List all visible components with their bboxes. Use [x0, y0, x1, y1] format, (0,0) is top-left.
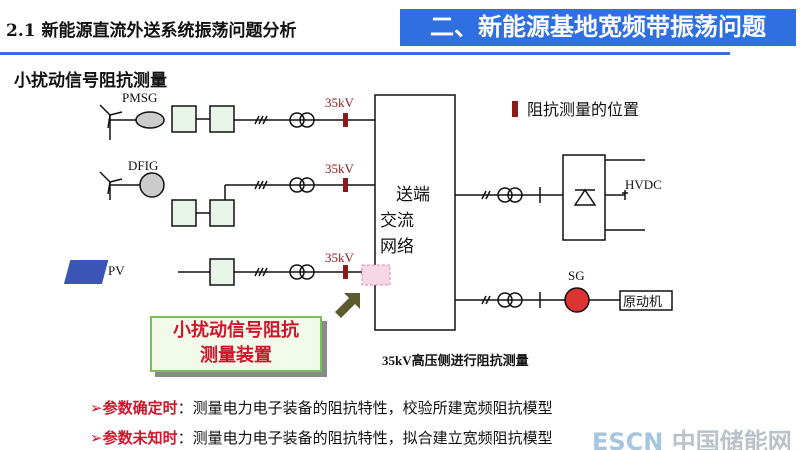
device-label: 测量装置 [200, 345, 272, 366]
grid-box [374, 94, 456, 331]
voltage-label: 35kV [325, 95, 355, 110]
subtitle: 小扰动信号阻抗测量 [14, 71, 167, 91]
watermark: ESCN 中国储能网 [592, 428, 792, 450]
label-dfig: DFIG [128, 158, 158, 173]
section-title: 2.1 新能源直流外送系统振荡问题分析 [6, 21, 297, 41]
voltage-label: 35kV [325, 250, 355, 265]
device-label: 小扰动信号阻抗 [173, 320, 299, 341]
bullet-item: ➢参数未知时：测量电力电子装备的阻抗特性，拟合建立宽频阻抗模型 [90, 429, 553, 447]
transformer-icon [289, 112, 315, 128]
arrow-bullet-icon: ➢ [90, 429, 103, 447]
label-pmsg: PMSG [122, 90, 157, 105]
measurement-note: 35kV高压侧进行阻抗测量 [382, 353, 529, 368]
transformer-icon [497, 187, 523, 203]
hvdc-label: HVDC [625, 177, 662, 192]
bullet-item: ➢参数确定时：测量电力电子装备的阻抗特性，校验所建宽频阻抗模型 [90, 399, 553, 417]
transformer-icon [497, 292, 523, 308]
measurement-mark [343, 265, 348, 279]
sg-label: SG [568, 268, 585, 283]
legend-mark [512, 101, 518, 117]
measurement-mark [343, 178, 348, 192]
legend-label: 阻抗测量的位置 [527, 101, 639, 119]
pv-panel-icon [63, 260, 109, 284]
banner-title: 二、新能源基地宽频带振荡问题 [400, 9, 796, 46]
grid-label: 交流 [380, 211, 414, 230]
prime-mover-label: 原动机 [623, 294, 662, 309]
transformer-icon [289, 177, 315, 193]
arrow-bullet-icon: ➢ [90, 399, 103, 417]
measurement-mark [343, 113, 348, 127]
transformer-icon [289, 264, 315, 280]
header-divider [0, 52, 730, 55]
grid-label: 网络 [380, 237, 414, 256]
label-pv: PV [108, 263, 125, 278]
wind-turbine-icon [99, 104, 123, 140]
voltage-label: 35kV [325, 161, 355, 176]
grid-label: 送端 [396, 185, 430, 204]
wind-turbine-icon [99, 171, 123, 200]
arrow-icon [335, 293, 360, 318]
measurement-device-box: 小扰动信号阻抗 测量装置 [150, 316, 322, 372]
